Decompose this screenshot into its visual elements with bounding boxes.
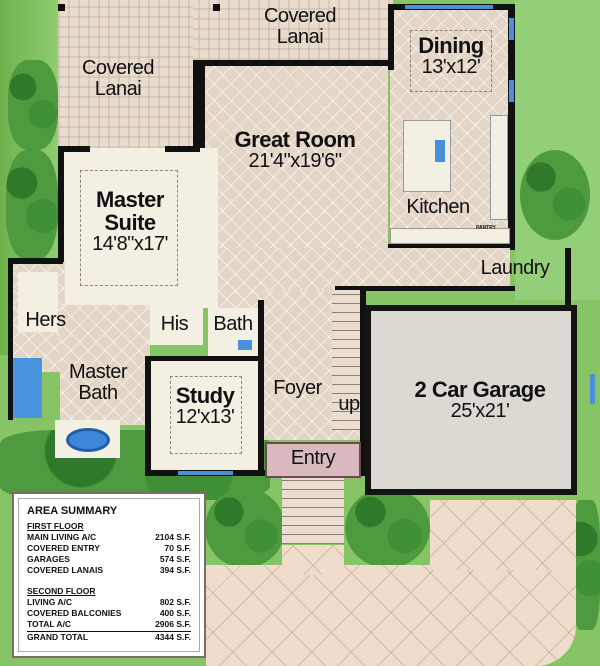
front-walk <box>282 545 344 575</box>
wall <box>388 4 394 70</box>
wall <box>193 60 393 66</box>
front-shrub-right <box>345 488 430 568</box>
label-laundry: Laundry <box>480 257 550 279</box>
window <box>509 80 514 102</box>
area-summary-title: AREA SUMMARY <box>27 505 118 517</box>
great-room <box>193 60 388 250</box>
kitchen-counter-bottom <box>390 228 510 244</box>
label-covered-lanai-top: Covered Lanai <box>263 5 337 48</box>
wall <box>8 258 63 264</box>
covered-lanai-left <box>58 0 193 148</box>
study-rug-outline <box>170 376 242 454</box>
window <box>178 471 233 475</box>
side-shrub-right <box>572 500 600 630</box>
label-hers: Hers <box>25 309 66 331</box>
wall <box>508 4 515 249</box>
window <box>590 374 595 404</box>
his-closet <box>148 305 203 345</box>
wall <box>388 244 515 250</box>
wall <box>165 146 200 152</box>
entry <box>265 442 361 478</box>
shower <box>10 358 42 418</box>
column <box>58 4 65 11</box>
window <box>405 5 493 9</box>
label-entry: Entry <box>290 447 336 469</box>
bath-sink <box>238 340 252 350</box>
second-floor-heading: SECOND FLOOR <box>27 586 96 596</box>
column <box>213 4 220 11</box>
label-garage: 2 Car Garage 25'x21' <box>414 377 546 423</box>
wall <box>258 300 264 476</box>
label-bath: Bath <box>213 313 253 335</box>
staircase <box>332 290 362 430</box>
bathtub <box>66 428 110 452</box>
wall <box>8 260 13 420</box>
label-master-bath: Master Bath <box>68 361 128 404</box>
entry-steps <box>282 478 344 544</box>
label-pantry: PANTRY <box>476 225 496 231</box>
wall <box>58 146 64 306</box>
label-study: Study 12'x13' <box>175 383 235 429</box>
garage <box>365 305 577 495</box>
driveway-upper <box>430 500 576 570</box>
front-shrub-left <box>205 488 285 568</box>
wall <box>360 290 366 476</box>
study <box>148 360 258 470</box>
area-summary-inner: AREA SUMMARY FIRST FLOOR MAIN LIVING A/C… <box>18 498 200 652</box>
window <box>509 18 514 40</box>
master-bath <box>60 305 150 425</box>
tree-right <box>520 150 590 240</box>
label-dining: Dining 13'x12' <box>418 33 484 79</box>
label-stairs-up: up <box>338 393 360 415</box>
wall <box>145 356 265 361</box>
label-foyer: Foyer <box>273 377 322 399</box>
shrub-bed-left <box>8 60 58 150</box>
kitchen-sink <box>435 140 445 162</box>
kitchen-counter <box>490 115 508 220</box>
dining-table-outline <box>410 30 492 92</box>
label-master-suite: Master Suite 14'8"x17' <box>92 187 168 256</box>
label-his: His <box>160 313 189 335</box>
area-summary-box: AREA SUMMARY FIRST FLOOR MAIN LIVING A/C… <box>12 492 206 658</box>
label-great-room: Great Room 21'4"x19'6" <box>234 127 356 173</box>
shrub-bed-left-lower <box>6 150 58 260</box>
label-covered-lanai-left: Covered Lanai <box>81 57 155 100</box>
laundry <box>335 248 510 288</box>
first-floor-heading: FIRST FLOOR <box>27 521 84 531</box>
wall <box>58 146 90 152</box>
label-kitchen: Kitchen <box>406 196 470 218</box>
wall <box>145 356 151 474</box>
master-suite <box>58 148 218 308</box>
driveway <box>206 565 576 666</box>
wall <box>335 286 515 291</box>
bed-outline <box>80 170 178 286</box>
wall <box>565 248 571 308</box>
hers-closet-floor <box>18 272 58 332</box>
